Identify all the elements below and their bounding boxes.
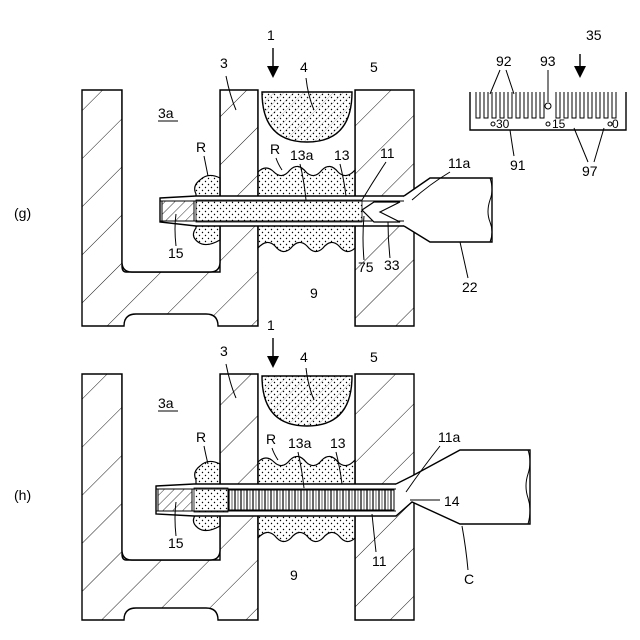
label-13: 13 [334,147,350,163]
label-9: 9 [310,285,318,301]
tip-15-g [162,201,194,221]
label-R-2: R [270,141,280,157]
label-97: 97 [582,163,598,179]
tick-15: 15 [552,117,566,131]
label-35: 35 [586,27,602,43]
label-9-h: 9 [290,567,298,583]
label-3a: 3a [158,105,174,121]
label-1: 1 [267,27,275,43]
tick-30: 30 [496,117,510,131]
label-5-h: 5 [370,349,378,365]
label-75: 75 [358,259,374,275]
label-R-2-h: R [266,431,276,447]
label-93: 93 [540,53,556,69]
label-13a-h: 13a [288,435,312,451]
label-4-h: 4 [300,349,308,365]
label-11a: 11a [448,155,471,171]
label-33: 33 [384,257,400,273]
label-92: 92 [496,53,512,69]
label-15-h: 15 [168,535,184,551]
label-3-h: 3 [220,343,228,359]
label-3a-h: 3a [158,395,174,411]
label-R-1-h: R [196,429,206,445]
label-C: C [464,571,474,587]
label-11: 11 [380,145,395,161]
label-5: 5 [370,59,378,75]
label-1-h: 1 [267,317,275,333]
label-14: 14 [444,493,460,509]
label-4: 4 [300,59,308,75]
label-11-h: 11 [372,553,387,569]
panel-g [82,90,492,326]
label-13a: 13a [290,147,314,163]
label-22: 22 [462,279,478,295]
label-15: 15 [168,245,184,261]
label-3: 3 [220,55,228,71]
label-13-h: 13 [330,435,346,451]
tick-0: 0 [612,117,619,131]
label-11a-h: 11a [438,429,461,445]
panel-g-tag: (g) [14,205,31,221]
cap-C [396,450,530,524]
injector-tool-22 [404,178,492,242]
panel-h-tag: (h) [14,487,31,503]
bolt-14 [228,490,394,510]
label-R-1: R [196,139,206,155]
label-91: 91 [510,157,526,173]
panel-h [82,374,530,620]
